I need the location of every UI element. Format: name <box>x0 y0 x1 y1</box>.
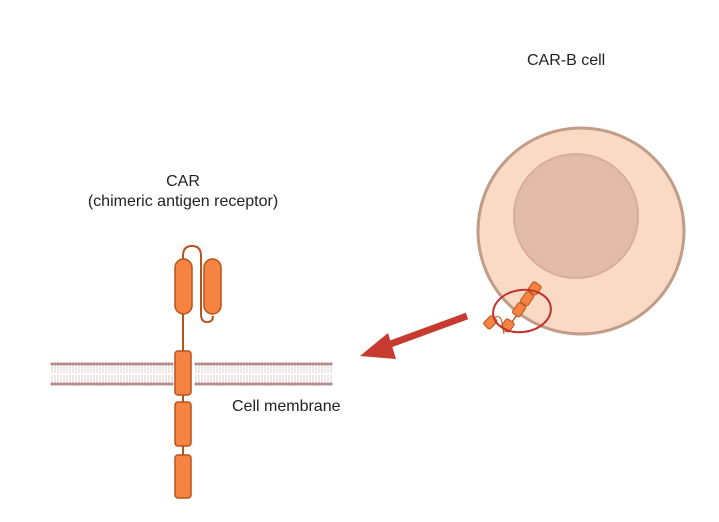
signaling-domain-2 <box>174 454 192 499</box>
nucleus <box>513 153 639 279</box>
car-b-cell <box>476 126 686 336</box>
transmembrane-domain <box>174 350 192 396</box>
car-title: CAR <box>166 173 200 190</box>
car-b-cell-label: CAR-B cell <box>527 52 606 69</box>
car-receptor <box>174 244 222 499</box>
signaling-domain-1 <box>174 401 192 447</box>
cell-membrane-label: Cell membrane <box>232 398 341 415</box>
scfv-domain-1 <box>174 258 193 315</box>
highlight-ellipse <box>492 288 552 334</box>
scfv-domain-2 <box>203 258 222 315</box>
zoom-arrow <box>360 312 469 359</box>
car-subtitle: (chimeric antigen receptor) <box>87 193 279 210</box>
cell-membrane <box>50 362 333 386</box>
